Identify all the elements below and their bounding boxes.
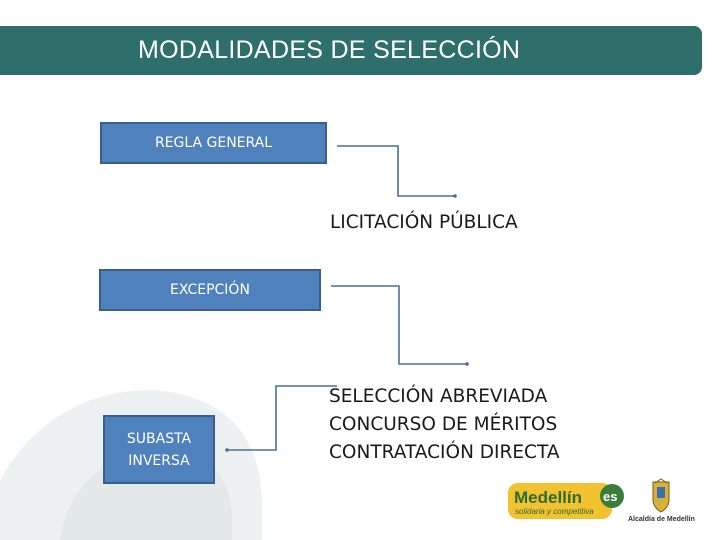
medellin-logo: Medellín solidaria y competitiva es [508, 483, 624, 519]
regla-general-label: REGLA GENERAL [154, 135, 273, 151]
excepcion-modalities-list: SELECCIÓN ABREVIADA CONCURSO DE MÉRITOS … [329, 383, 559, 467]
contratacion-directa-text: CONTRATACIÓN DIRECTA [329, 442, 560, 463]
subasta-inversa-box: SUBASTA INVERSA [103, 415, 215, 484]
subasta-inversa-line-2: INVERSA [128, 452, 190, 469]
regla-general-box: REGLA GENERAL [100, 122, 327, 164]
concurso-meritos-text: CONCURSO DE MÉRITOS [329, 414, 558, 435]
connector-subasta-to-group [227, 385, 337, 451]
connector-subasta-start-dot [225, 448, 229, 452]
alcaldia-logo: Alcaldía de Medellín [628, 478, 695, 523]
medellin-logo-tagline: solidaria y competitiva [515, 507, 594, 516]
coat-of-arms-icon [652, 478, 670, 513]
seleccion-abreviada-text: SELECCIÓN ABREVIADA [329, 386, 548, 407]
connector-excepcion-to-group [331, 285, 467, 365]
medellin-logo-word: Medellín [514, 488, 582, 507]
subasta-inversa-line-1: SUBASTA [126, 430, 192, 447]
connector-regla-end-dot [453, 194, 457, 198]
alcaldia-logo-text: Alcaldía de Medellín [628, 516, 695, 523]
licitacion-publica-text: LICITACIÓN PÚBLICA [330, 212, 518, 233]
connector-excepcion-end-dot [465, 362, 469, 366]
medellin-logo-es-mark: es [603, 489, 617, 504]
excepcion-box: EXCEPCIÓN [99, 269, 321, 311]
title-bar [0, 26, 702, 75]
page-title: MODALIDADES DE SELECCIÓN [138, 36, 521, 64]
excepcion-label: EXCEPCIÓN [170, 282, 250, 298]
connector-regla-to-licitacion [337, 145, 455, 197]
